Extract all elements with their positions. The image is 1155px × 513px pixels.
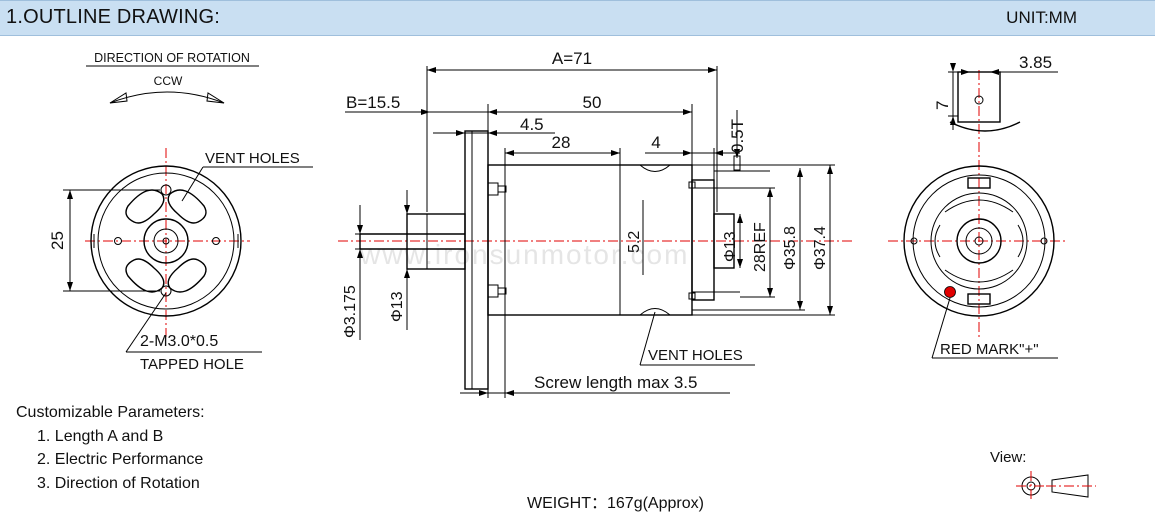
header-bar: 1.OUTLINE DRAWING: UNIT:MM: [0, 0, 1155, 36]
side-vent-holes-label: VENT HOLES: [648, 347, 743, 364]
dim-B: B=15.5: [346, 93, 400, 112]
customizable-item-1: 1. Length A and B: [37, 427, 164, 445]
screw-length-note: Screw length max 3.5: [534, 373, 697, 392]
customizable-parameters: Customizable Parameters: 1. Length A and…: [16, 401, 205, 495]
dim-28ref: 28REF: [752, 222, 769, 272]
dim-3-85: 3.85: [1019, 53, 1052, 72]
watermark: www.ironsunmotor.com: [360, 239, 690, 270]
rotation-title: DIRECTION OF ROTATION: [94, 51, 250, 65]
dim-5-2: 5.2: [626, 231, 643, 253]
dim-50: 50: [583, 93, 602, 112]
side-view: A=71 B=15.5 50 4.5 28 4 0.5T: [338, 49, 855, 398]
page-title: 1.OUTLINE DRAWING:: [6, 6, 220, 28]
customizable-title: Customizable Parameters:: [16, 404, 205, 421]
dim-phi13-left: Φ13: [389, 291, 406, 322]
dim-phi3-175: Φ3.175: [342, 285, 359, 338]
rotation-direction: CCW: [154, 74, 183, 88]
customizable-item-3: 3. Direction of Rotation: [37, 474, 200, 492]
dim-A: A=71: [552, 49, 592, 68]
customizable-item-2: 2. Electric Performance: [37, 451, 204, 468]
view-label: View:: [990, 449, 1027, 466]
dim-7: 7: [933, 101, 952, 110]
red-mark-dot: [944, 286, 956, 298]
tapped-hole-label: TAPPED HOLE: [140, 356, 244, 373]
dim-4: 4: [651, 133, 660, 152]
tapped-hole-spec: 2-M3.0*0.5: [140, 333, 218, 350]
dim-phi37-4: Φ37.4: [812, 226, 829, 270]
dim-25: 25: [48, 231, 67, 250]
unit-label: UNIT:MM: [1006, 8, 1077, 27]
dim-phi35-8: Φ35.8: [782, 226, 799, 270]
red-mark-label: RED MARK"+": [940, 341, 1039, 358]
front-view: 25 VENT HOLES 2-M3.0*0.5 TAPPED HOLE: [48, 148, 313, 373]
weight-label: WEIGHT：167g(Approx): [527, 495, 704, 512]
dim-phi13-right: Φ13: [722, 231, 739, 262]
front-vent-holes-label: VENT HOLES: [205, 150, 300, 167]
dim-0-5T: 0.5T: [728, 119, 747, 153]
dim-28: 28: [552, 133, 571, 152]
dim-4-5: 4.5: [520, 115, 544, 134]
rotation-indicator: DIRECTION OF ROTATION CCW: [86, 51, 259, 104]
view-symbol: [1016, 471, 1096, 501]
rear-view: 7 3.85 RED MARK"+": [888, 53, 1068, 359]
